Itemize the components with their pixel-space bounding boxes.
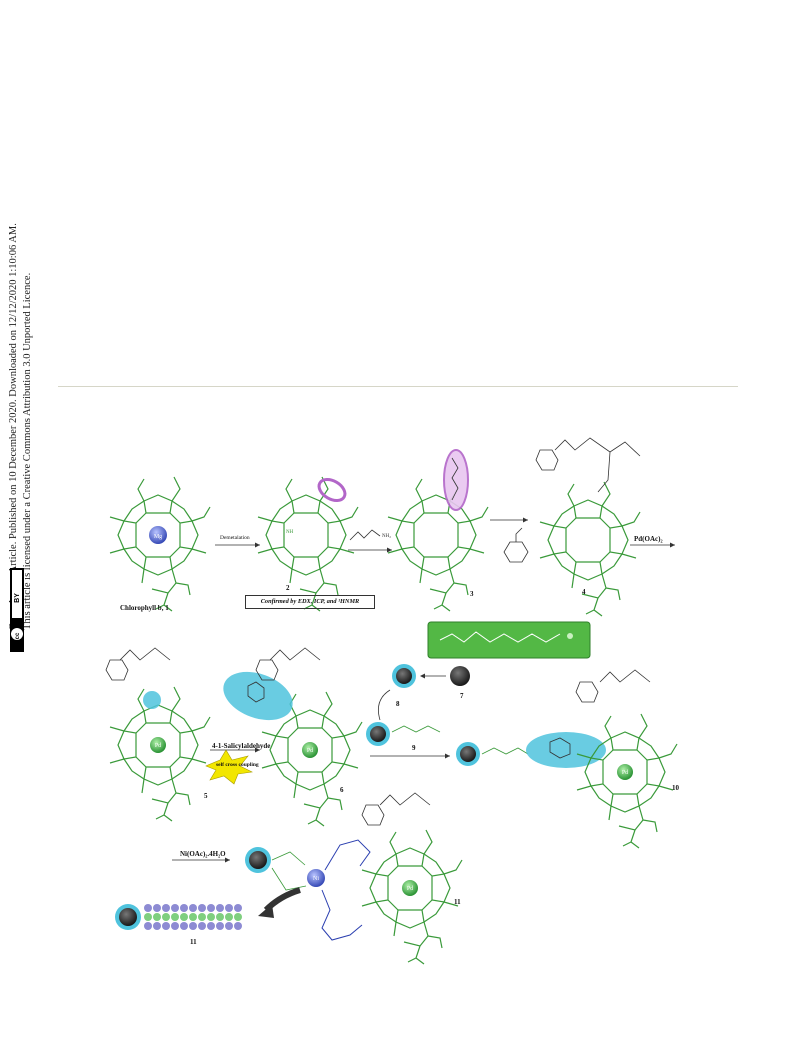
- svg-text:Pd: Pd: [407, 886, 413, 892]
- confirmed-box: Confirmed by EDX, ICP, and ¹HNMR: [245, 595, 375, 609]
- label-compound-11-chain: 11: [190, 938, 197, 946]
- label-compound-11-right: 11: [454, 898, 461, 906]
- label-compound-3: 3: [470, 590, 474, 598]
- label-compound-10: 10: [672, 784, 679, 792]
- svg-text:NH: NH: [286, 530, 294, 535]
- svg-text:Pd: Pd: [307, 748, 313, 754]
- label-compound-8: 8: [396, 700, 400, 708]
- label-demetalation: Demetalation: [220, 535, 250, 541]
- cc-badge-by: BY: [14, 593, 21, 603]
- cc-badge-cc: cc: [15, 632, 21, 639]
- svg-text:Mg: Mg: [154, 534, 162, 540]
- label-pd-oac: Pd(OAc)₂: [634, 535, 663, 543]
- label-compound-5: 5: [204, 792, 208, 800]
- label-chlorophyll-b: Chlorophyll b, 1: [120, 604, 169, 612]
- label-compound-6: 6: [340, 786, 344, 794]
- label-compound-2: 2: [286, 584, 290, 592]
- svg-text:Pd: Pd: [155, 743, 161, 749]
- svg-text:Pd: Pd: [622, 770, 628, 776]
- scheme-graphics: Mg NH NH₂ Pd Pd: [105, 437, 678, 965]
- label-ni-oac: Ni(OAc)₂.4H₂O: [180, 850, 226, 858]
- label-compound-7: 7: [460, 692, 464, 700]
- label-salicylaldehyde: 4-1-Salicylaldehyde: [212, 742, 271, 750]
- label-compound-9: 9: [412, 744, 416, 752]
- label-self-cross-coupling: self cross coupling: [216, 762, 259, 768]
- svg-text:Ni: Ni: [313, 876, 319, 882]
- mg-atom: [149, 526, 167, 544]
- header-rule: [58, 386, 738, 387]
- cc-by-badge[interactable]: BY cc: [4, 568, 34, 652]
- reaction-scheme: Mg NH NH₂ Pd Pd: [100, 420, 700, 980]
- svg-text:NH₂: NH₂: [382, 534, 391, 539]
- label-compound-4: 4: [582, 588, 586, 596]
